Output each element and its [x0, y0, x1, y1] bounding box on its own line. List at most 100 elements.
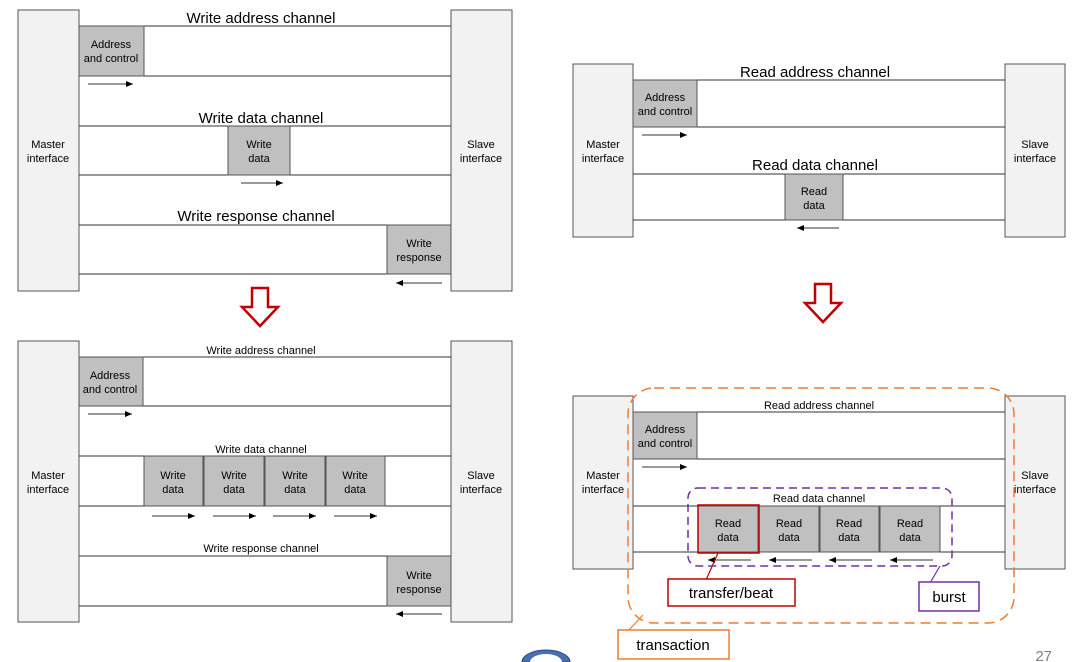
transfer-highlight — [697, 504, 760, 554]
write-data-label-2: data — [223, 484, 245, 496]
master-interface-label-1: Master — [586, 470, 620, 482]
slave-interface-label-1: Slave — [467, 470, 495, 482]
write-data-box — [203, 455, 265, 507]
read-data-label-1: Read — [801, 186, 827, 198]
master-interface — [17, 340, 80, 623]
read-diagram-single: Master interface Slave interface Read ad… — [572, 63, 1066, 238]
read-data-label-2: data — [803, 200, 825, 212]
master-interface — [572, 63, 634, 238]
slave-interface — [1004, 63, 1066, 238]
write-data-label-1: Write — [342, 470, 367, 482]
transfer-callout — [667, 578, 796, 607]
write-data-label-1: Write — [282, 470, 307, 482]
write-response-label-1: Write — [406, 570, 431, 582]
write-response-channel-label: Write response channel — [203, 543, 318, 555]
slave-interface — [450, 9, 513, 292]
slave-interface-label-2: interface — [460, 484, 502, 496]
address-control-box — [632, 79, 698, 128]
write-data-label-2: data — [344, 484, 366, 496]
write-data-label-2: data — [284, 484, 306, 496]
write-response-box — [386, 224, 452, 275]
slave-interface — [1004, 395, 1066, 570]
master-interface-label-2: interface — [27, 153, 69, 165]
slave-interface — [450, 340, 513, 623]
write-response-label-1: Write — [406, 238, 431, 250]
write-data-label-1: Write — [246, 139, 271, 151]
read-data-box — [758, 505, 820, 553]
read-data-label-1: Read — [715, 518, 741, 530]
master-interface — [17, 9, 80, 292]
master-interface-label-2: interface — [27, 484, 69, 496]
master-interface-label-1: Master — [586, 139, 620, 151]
write-response-label-2: response — [396, 252, 441, 264]
read-data-label-1: Read — [836, 518, 862, 530]
slave-interface-label-1: Slave — [467, 139, 495, 151]
transaction-label: transaction — [636, 637, 709, 654]
down-arrow-icon — [239, 286, 281, 328]
write-data-box — [143, 455, 204, 507]
write-response-box — [386, 555, 452, 607]
address-control-label-1: Address — [91, 39, 132, 51]
read-data-box — [697, 505, 759, 553]
read-data-box — [784, 173, 844, 221]
master-interface-label-1: Master — [31, 139, 65, 151]
write-address-channel-label: Write address channel — [206, 345, 315, 357]
address-control-label-1: Address — [645, 424, 686, 436]
write-data-label-1: Write — [160, 470, 185, 482]
master-interface-label-2: interface — [582, 153, 624, 165]
master-interface — [572, 395, 634, 570]
transfer-label: transfer/beat — [689, 585, 774, 602]
write-data-channel-label: Write data channel — [199, 110, 324, 127]
address-control-label-2: and control — [83, 384, 137, 396]
address-control-label-2: and control — [84, 53, 138, 65]
slave-interface-label-1: Slave — [1021, 139, 1049, 151]
write-data-box — [325, 455, 386, 507]
transaction-callout — [617, 629, 730, 660]
burst-highlight — [687, 487, 953, 567]
write-data-burst: Write data Write data Write data Write d… — [143, 455, 386, 507]
write-response-label-2: response — [396, 584, 441, 596]
down-arrow-icon — [802, 282, 844, 324]
slave-interface-label-2: interface — [1014, 484, 1056, 496]
address-control-box — [78, 25, 145, 77]
write-response-channel-label: Write response channel — [177, 208, 334, 225]
burst-callout — [918, 581, 980, 612]
write-data-label-2: data — [248, 153, 270, 165]
burst-label: burst — [932, 589, 966, 606]
write-diagram-single: Master interface Slave interface Write a… — [17, 9, 513, 292]
write-data-box — [227, 125, 291, 176]
read-data-channel-label: Read data channel — [773, 493, 865, 505]
read-data-box — [879, 505, 941, 553]
read-diagram-burst: Master interface Slave interface Read ad… — [572, 387, 1066, 660]
read-data-label-2: data — [778, 532, 800, 544]
write-data-channel-label: Write data channel — [215, 444, 307, 456]
write-diagram-burst: Master interface Slave interface Write a… — [17, 340, 513, 623]
page-number: 27 — [1035, 648, 1052, 662]
read-data-label-2: data — [899, 532, 921, 544]
transaction-highlight — [627, 387, 1015, 624]
address-control-label-1: Address — [645, 92, 686, 104]
read-data-label-2: data — [717, 532, 739, 544]
read-data-burst: Read data Read data Read data Read data — [697, 505, 941, 553]
master-interface-label-1: Master — [31, 470, 65, 482]
address-control-label-2: and control — [638, 106, 692, 118]
write-address-channel-label: Write address channel — [187, 10, 336, 27]
write-data-label-2: data — [162, 484, 184, 496]
read-data-channel-label: Read data channel — [752, 157, 878, 174]
read-address-channel-label: Read address channel — [740, 64, 890, 81]
slave-interface-label-2: interface — [460, 153, 502, 165]
address-control-box — [78, 356, 144, 407]
address-control-box — [632, 411, 698, 460]
read-data-box — [819, 505, 880, 553]
write-data-box — [264, 455, 326, 507]
slave-interface-label-2: interface — [1014, 153, 1056, 165]
read-address-channel-label: Read address channel — [764, 400, 874, 412]
address-control-label-1: Address — [90, 370, 131, 382]
read-data-label-2: data — [838, 532, 860, 544]
slave-interface-label-1: Slave — [1021, 470, 1049, 482]
write-data-label-1: Write — [221, 470, 246, 482]
master-interface-label-2: interface — [582, 484, 624, 496]
address-control-label-2: and control — [638, 438, 692, 450]
read-data-label-1: Read — [897, 518, 923, 530]
